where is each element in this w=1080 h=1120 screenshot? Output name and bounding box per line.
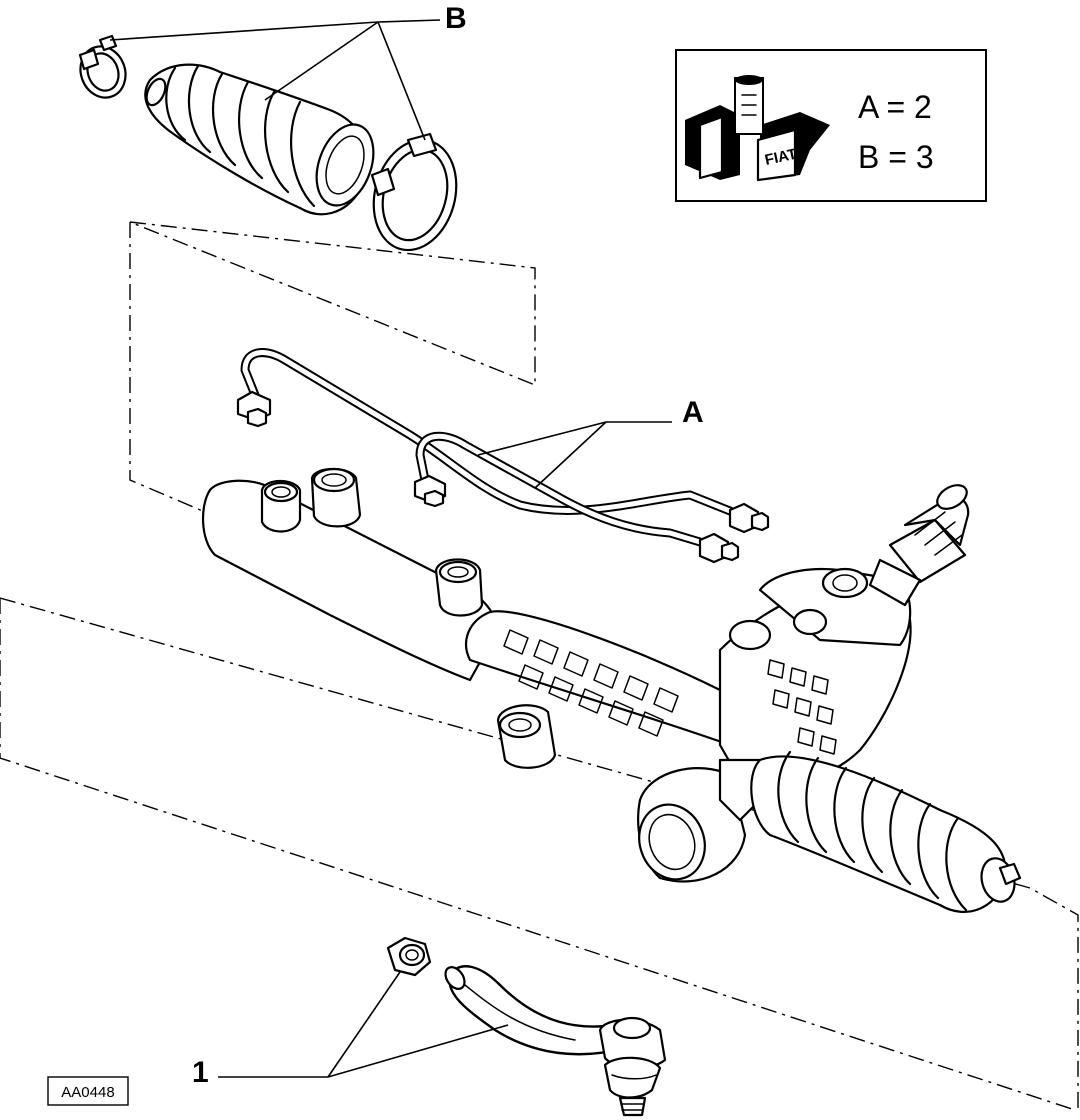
- valve-body-texture: [767, 659, 837, 755]
- hydraulic-pipe-upper: [236, 348, 770, 534]
- rack-boot-right: [750, 750, 1022, 913]
- steering-rack-boot: [144, 63, 375, 216]
- callout-a: A: [682, 396, 704, 429]
- tube-grip-texture: [503, 629, 679, 737]
- small-boot-clamp: [78, 34, 127, 99]
- kit-quantity-b: B = 3: [858, 139, 934, 175]
- large-boot-clamp: [370, 132, 458, 252]
- package-logo: FIAT: [763, 146, 798, 169]
- steering-rack-housing: [201, 467, 970, 883]
- spare-parts-package-icon: FIAT: [685, 75, 830, 182]
- leader-lines-one: [218, 971, 509, 1078]
- leader-lines-b: [109, 19, 441, 141]
- tie-rod-nut: [386, 936, 432, 977]
- hydraulic-pipe-lower: [413, 431, 740, 564]
- callout-one: 1: [192, 1056, 209, 1089]
- kit-quantity-a: A = 2: [858, 89, 932, 125]
- tie-rod-end: [444, 965, 667, 1117]
- assembly-boundary-upper: [129, 221, 536, 513]
- reference-code-box: AA0448: [47, 1076, 129, 1106]
- callout-b: B: [445, 2, 467, 35]
- kit-contents-box: FIAT A = 2 B = 3: [675, 49, 987, 202]
- reference-code: AA0448: [61, 1084, 114, 1101]
- leader-lines-a: [477, 421, 672, 489]
